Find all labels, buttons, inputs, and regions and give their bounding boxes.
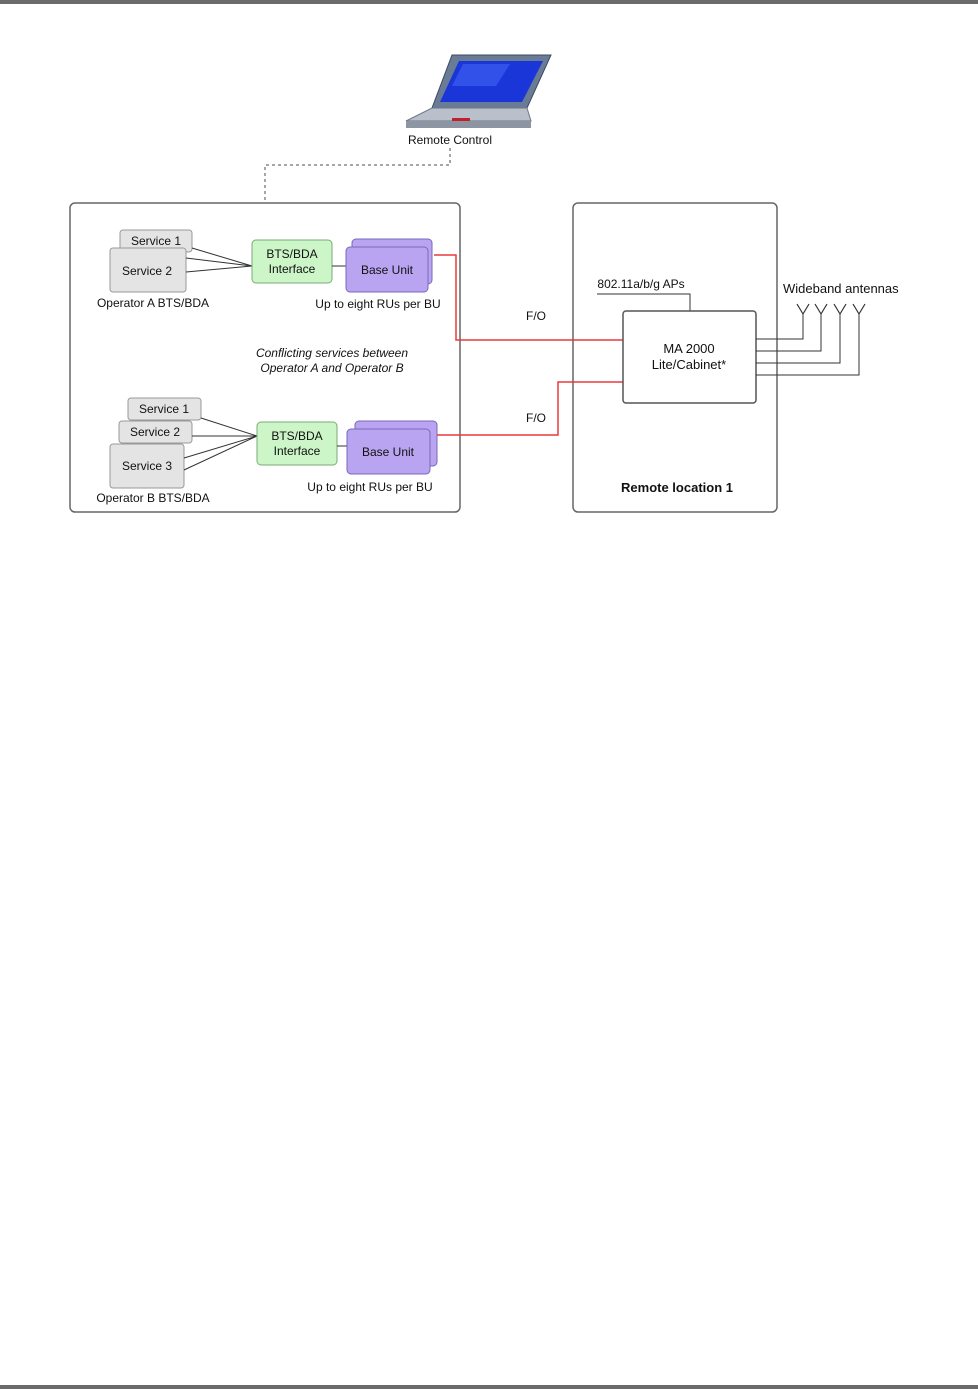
operator-a-wires bbox=[185, 247, 253, 273]
operator-b-label: Operator B BTS/BDA bbox=[96, 491, 209, 505]
operator-a-label: Operator A BTS/BDA bbox=[97, 296, 209, 310]
ma2000-label: MA 2000 bbox=[663, 341, 714, 356]
operator-b-wires bbox=[183, 417, 258, 471]
bottom-rule bbox=[0, 1385, 978, 1389]
laptop-icon bbox=[405, 54, 552, 128]
fo-label-top: F/O bbox=[526, 309, 546, 323]
interface-label: Interface bbox=[269, 262, 316, 276]
ap-link bbox=[597, 293, 691, 311]
interface-box-a bbox=[251, 239, 333, 284]
ap-label: 802.11a/b/g APs bbox=[597, 277, 684, 291]
ma2000-box bbox=[622, 310, 757, 404]
antenna-icon bbox=[796, 303, 866, 316]
service-label: Service 2 bbox=[130, 425, 180, 439]
operator-b-services: Service 1 Service 2 Service 3 bbox=[109, 397, 202, 489]
fo-label-bottom: F/O bbox=[526, 411, 546, 425]
remote-link-dashed bbox=[264, 148, 451, 203]
base-unit-label: Base Unit bbox=[362, 445, 415, 459]
service-box bbox=[109, 247, 187, 293]
interface-label: BTS/BDA bbox=[266, 247, 317, 261]
service-label: Service 1 bbox=[131, 234, 181, 248]
base-unit-box-a bbox=[345, 246, 429, 293]
service-label: Service 1 bbox=[139, 402, 189, 416]
service-box bbox=[127, 397, 202, 421]
service-box bbox=[118, 420, 193, 444]
interface-box-b bbox=[256, 421, 338, 466]
antenna-feeds bbox=[756, 314, 860, 376]
ma2000-label: Lite/Cabinet* bbox=[652, 357, 726, 372]
base-unit-box-b bbox=[346, 428, 431, 475]
service-label: Service 3 bbox=[122, 459, 172, 473]
operator-a-services: Service 1 Service 2 bbox=[109, 229, 193, 293]
remote-location-label: Remote location 1 bbox=[621, 480, 733, 495]
top-rule bbox=[0, 0, 978, 4]
antennas-label: Wideband antennas bbox=[783, 281, 899, 296]
interface-label: BTS/BDA bbox=[271, 429, 322, 443]
remote-control-label: Remote Control bbox=[408, 133, 492, 147]
conflict-note: Conflicting services between bbox=[256, 346, 408, 360]
service-label: Service 2 bbox=[122, 264, 172, 278]
fiber-link-bottom bbox=[437, 381, 623, 436]
interface-label: Interface bbox=[274, 444, 321, 458]
base-unit-label: Base Unit bbox=[361, 263, 414, 277]
conflict-note: Operator A and Operator B bbox=[260, 361, 403, 375]
fiber-link-top bbox=[434, 254, 623, 341]
ru-note: Up to eight RUs per BU bbox=[315, 297, 440, 311]
ru-note: Up to eight RUs per BU bbox=[307, 480, 432, 494]
service-box bbox=[109, 443, 185, 489]
